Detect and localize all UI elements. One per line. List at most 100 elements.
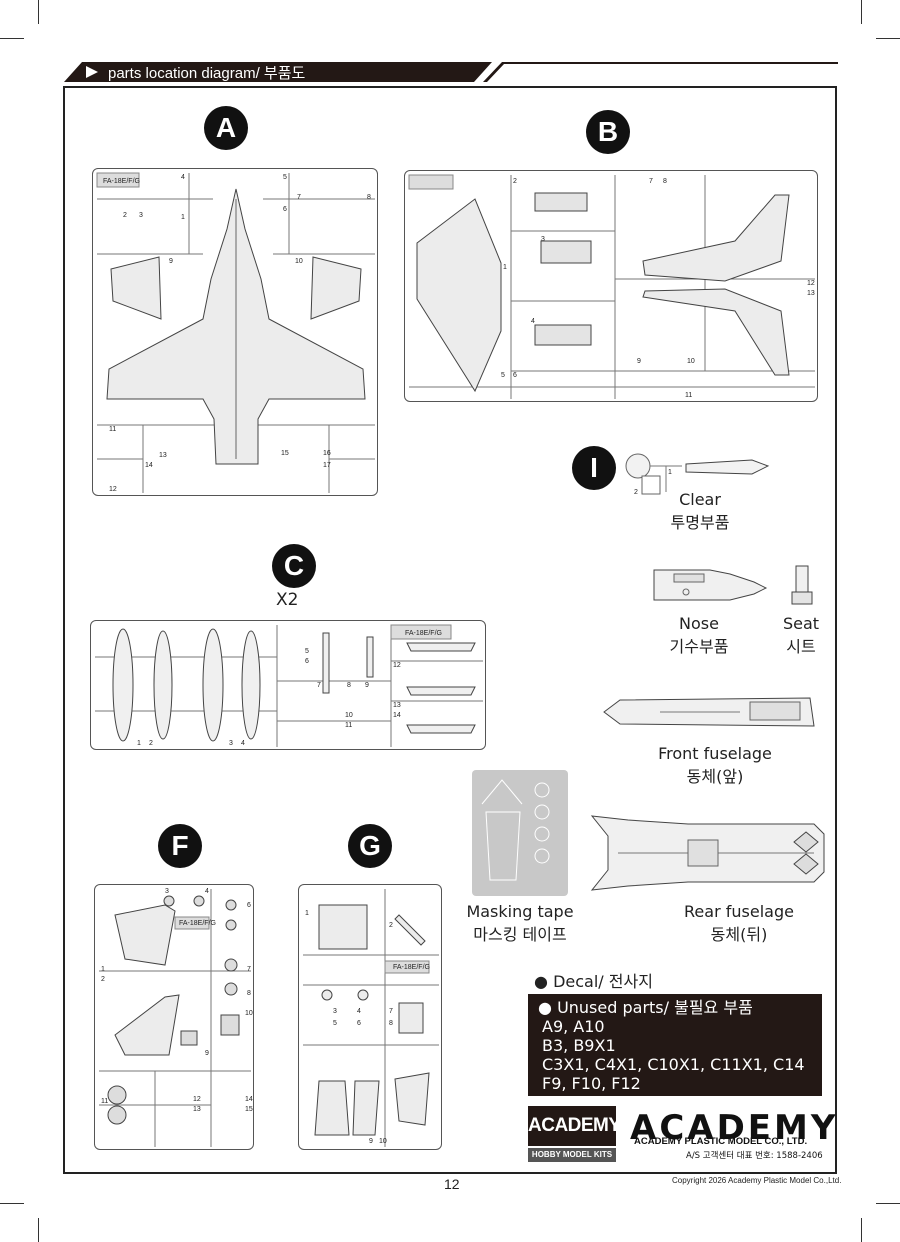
copyright: Copyright 2026 Academy Plastic Model Co.…	[672, 1176, 842, 1185]
sprue-a-tag: FA-18E/F/G	[103, 178, 140, 185]
unused-parts-line: C3X1, C4X1, C10X1, C11X1, C14	[542, 1055, 805, 1074]
svg-text:6: 6	[513, 372, 517, 379]
masking-tape-label: Masking tape 마스킹 테이프	[460, 902, 580, 945]
svg-text:4: 4	[181, 174, 185, 181]
svg-text:14: 14	[245, 1096, 253, 1103]
sprue-f-badge: F	[158, 824, 202, 868]
masking-tape-label-ko: 마스킹 테이프	[473, 925, 567, 944]
front-fuselage-label: Front fuselage 동체(앞)	[640, 744, 790, 787]
svg-text:9: 9	[205, 1050, 209, 1057]
svg-text:10: 10	[687, 358, 695, 365]
svg-text:10: 10	[295, 258, 303, 265]
svg-text:2: 2	[123, 212, 127, 219]
crop-mark	[0, 38, 24, 39]
front-fuselage-part	[603, 697, 815, 727]
header-bar	[64, 62, 838, 82]
crop-mark	[861, 1218, 862, 1242]
crop-mark	[0, 1203, 24, 1204]
svg-text:3: 3	[333, 1008, 337, 1015]
svg-text:11: 11	[101, 1098, 108, 1105]
logo-badge-top: ACADEMY	[528, 1106, 621, 1146]
unused-parts-line: F9, F10, F12	[542, 1074, 641, 1093]
svg-text:4: 4	[241, 740, 245, 747]
svg-text:11: 11	[109, 426, 116, 433]
decal-label: ● Decal/ 전사지	[534, 968, 653, 992]
unused-parts-title-row: ● Unused parts/ 불필요 부품	[538, 998, 812, 1017]
svg-text:6: 6	[247, 902, 251, 909]
rear-fuselage-label-ko: 동체(뒤)	[710, 925, 768, 944]
svg-text:2: 2	[634, 489, 638, 496]
svg-text:14: 14	[145, 462, 153, 469]
svg-text:10: 10	[345, 712, 353, 719]
svg-text:1: 1	[668, 469, 672, 476]
svg-text:12: 12	[109, 486, 117, 493]
as-service-line: A/S 고객센터 대표 번호: 1588-2406	[686, 1151, 823, 1161]
seat-label-en: Seat	[782, 614, 820, 633]
masking-tape-drawing	[481, 779, 550, 881]
svg-text:2: 2	[101, 976, 105, 983]
rear-fuselage-label-en: Rear fuselage	[684, 902, 794, 921]
crop-mark	[876, 1203, 900, 1204]
svg-text:5: 5	[501, 372, 505, 379]
svg-text:10: 10	[245, 1010, 253, 1017]
masking-tape	[472, 770, 568, 896]
svg-text:3: 3	[165, 888, 169, 895]
diagram-frame	[63, 86, 837, 1174]
svg-text:3: 3	[229, 740, 233, 747]
page-title: parts location diagram/ 부품도	[108, 65, 306, 82]
svg-text:1: 1	[503, 264, 507, 271]
unused-parts-box: ● Unused parts/ 불필요 부품 A9, A10 B3, B9X1 …	[528, 994, 822, 1096]
crop-mark	[38, 1218, 39, 1242]
svg-text:13: 13	[393, 702, 401, 709]
sprue-a-badge: A	[204, 106, 248, 150]
academy-hobby-logo: ACADEMY HOBBY MODEL KITS	[528, 1106, 621, 1162]
svg-text:7: 7	[389, 1008, 393, 1015]
svg-text:16: 16	[323, 450, 331, 457]
nose-label-en: Nose	[679, 614, 719, 633]
svg-text:5: 5	[333, 1020, 337, 1027]
svg-text:11: 11	[685, 392, 692, 399]
nose-label-ko: 기수부품	[669, 637, 729, 656]
page-number: 12	[444, 1176, 460, 1192]
svg-text:12: 12	[393, 662, 401, 669]
svg-text:9: 9	[369, 1138, 373, 1145]
svg-text:13: 13	[159, 452, 167, 459]
company-name: ACADEMY PLASTIC MODEL CO., LTD.	[634, 1136, 808, 1147]
svg-text:4: 4	[357, 1008, 361, 1015]
svg-text:6: 6	[357, 1020, 361, 1027]
sprue-c-tag: FA-18E/F/G	[405, 630, 442, 637]
rear-fuselage-label: Rear fuselage 동체(뒤)	[664, 902, 814, 945]
svg-text:7: 7	[649, 178, 653, 185]
sprue-g-tag: FA-18E/F/G	[393, 964, 430, 971]
logo-badge-bottom: HOBBY MODEL KITS	[528, 1148, 616, 1162]
clear-label-en: Clear	[679, 490, 721, 509]
svg-text:1: 1	[305, 910, 309, 917]
sprue-c-count: X2	[276, 590, 299, 610]
svg-text:6: 6	[283, 206, 287, 213]
svg-text:5: 5	[305, 648, 309, 655]
sprue-i-drawing: 12	[625, 453, 770, 496]
svg-text:9: 9	[365, 682, 369, 689]
bullet-icon: ●	[534, 972, 548, 991]
svg-text:8: 8	[663, 178, 667, 185]
svg-text:9: 9	[169, 258, 173, 265]
sprue-c-badge: C	[272, 544, 316, 588]
crop-mark	[861, 0, 862, 24]
sprue-g-badge: G	[348, 824, 392, 868]
front-fuselage-label-ko: 동체(앞)	[686, 767, 744, 786]
svg-text:13: 13	[807, 290, 815, 297]
unused-parts-line: B3, B9X1	[542, 1036, 616, 1055]
svg-text:8: 8	[247, 990, 251, 997]
seat-label-ko: 시트	[786, 637, 816, 656]
svg-text:7: 7	[297, 194, 301, 201]
svg-text:4: 4	[531, 318, 535, 325]
nose-part	[653, 569, 768, 601]
